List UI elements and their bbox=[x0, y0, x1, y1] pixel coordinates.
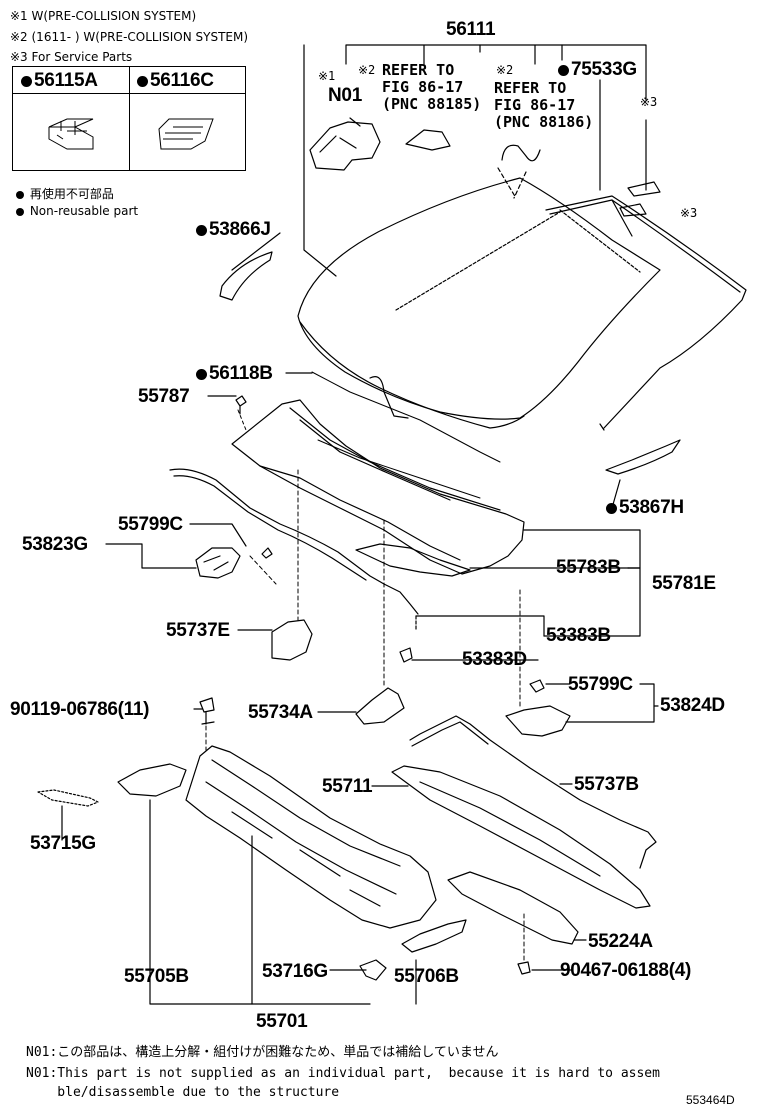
part-55711[interactable]: 55711 bbox=[322, 776, 373, 797]
refer-to-fig-88186[interactable]: REFER TO FIG 86-17 (PNC 88186) bbox=[494, 79, 594, 131]
mark-3b: ※3 bbox=[680, 206, 698, 220]
legend-jp: 再使用不可部品 bbox=[16, 188, 114, 200]
cowl-extension bbox=[355, 543, 471, 577]
hinge-53823G bbox=[195, 547, 241, 579]
non-reusable-dot-icon bbox=[21, 76, 32, 87]
mark-2a: ※2 bbox=[358, 63, 376, 77]
non-reusable-dot-icon bbox=[558, 65, 569, 76]
non-reusable-dot-icon bbox=[16, 191, 24, 199]
refer-to-fig-88185[interactable]: REFER TO FIG 86-17 (PNC 88185) bbox=[382, 61, 482, 113]
pad-55737E bbox=[271, 619, 313, 661]
panel-55711 bbox=[391, 765, 651, 909]
non-reusable-dot-icon bbox=[196, 369, 207, 380]
mark-1: ※1 bbox=[318, 69, 336, 83]
part-90119-06786[interactable]: 90119-06786(11) bbox=[10, 699, 150, 720]
part-53715G[interactable]: 53715G bbox=[30, 833, 96, 854]
part-55701[interactable]: 55701 bbox=[256, 1011, 308, 1032]
footnote-jp: N01:この部品は、構造上分解・組付けが困難なため、単品では補給していません bbox=[26, 1045, 499, 1060]
leader-56111-hood bbox=[303, 44, 337, 277]
part-55799C-right[interactable]: 55799C bbox=[568, 674, 633, 695]
part-55705B[interactable]: 55705B bbox=[124, 966, 189, 987]
note-line-3: ※3 For Service Parts bbox=[10, 50, 133, 64]
part-56111[interactable]: 56111 bbox=[446, 19, 496, 40]
part-55706B[interactable]: 55706B bbox=[394, 966, 459, 987]
cable-55737B bbox=[409, 715, 657, 869]
service-parts-divider bbox=[129, 67, 130, 170]
service-parts-illustration bbox=[48, 118, 214, 150]
legend-en: Non-reusable part bbox=[16, 205, 138, 217]
leader-56111 bbox=[345, 44, 647, 191]
hood-seal bbox=[545, 195, 747, 429]
part-53867H[interactable]: 53867H bbox=[606, 498, 684, 517]
non-reusable-dot-icon bbox=[196, 225, 207, 236]
part-53823G[interactable]: 53823G bbox=[22, 534, 88, 555]
trim-53866J bbox=[219, 251, 273, 301]
pad-53715G bbox=[37, 789, 99, 807]
part-55787[interactable]: 55787 bbox=[138, 386, 190, 407]
part-56118B[interactable]: 56118B bbox=[196, 364, 273, 383]
bracket-55705B bbox=[117, 763, 187, 797]
hood-panel bbox=[297, 177, 661, 420]
bracket-55734A bbox=[355, 687, 405, 725]
service-part-1[interactable]: 56115A bbox=[21, 71, 98, 90]
hinge-53824D bbox=[505, 705, 571, 737]
bracket-55706B bbox=[401, 919, 467, 953]
note-line-2: ※2 (1611- ) W(PRE-COLLISION SYSTEM) bbox=[10, 30, 249, 44]
service-parts-box: 56115A 56116C bbox=[12, 66, 246, 171]
cowl-top-panel bbox=[231, 399, 525, 575]
mark-2b: ※2 bbox=[496, 63, 514, 77]
panel-55224A bbox=[447, 871, 579, 945]
part-55224A[interactable]: 55224A bbox=[588, 931, 653, 952]
cable-53383B bbox=[169, 468, 419, 615]
footnote-en-2: ble/disassemble due to the structure bbox=[26, 1085, 340, 1100]
non-reusable-dot-icon bbox=[16, 208, 24, 216]
part-53383D[interactable]: 53383D bbox=[462, 649, 527, 670]
part-53824D[interactable]: 53824D bbox=[660, 695, 725, 716]
part-55799C-left[interactable]: 55799C bbox=[118, 514, 183, 535]
part-53716G[interactable]: 53716G bbox=[262, 961, 328, 982]
part-75533G[interactable]: 75533G bbox=[558, 60, 637, 79]
note-line-1: ※1 W(PRE-COLLISION SYSTEM) bbox=[10, 9, 197, 23]
sensor-bracket bbox=[309, 121, 381, 171]
service-part-2[interactable]: 56116C bbox=[137, 71, 214, 90]
part-90467-06188[interactable]: 90467-06188(4) bbox=[560, 960, 692, 981]
trim-53867H bbox=[605, 439, 681, 475]
mark-3a: ※3 bbox=[640, 95, 658, 109]
part-53866J[interactable]: 53866J bbox=[196, 220, 271, 239]
label-n01[interactable]: N01 bbox=[328, 85, 362, 106]
dash-cowl-panel bbox=[185, 745, 437, 929]
part-53383B[interactable]: 53383B bbox=[546, 625, 611, 646]
part-55737E[interactable]: 55737E bbox=[166, 620, 230, 641]
part-55737B[interactable]: 55737B bbox=[574, 774, 639, 795]
footnote-en-1: N01:This part is not supplied as an indi… bbox=[26, 1066, 660, 1081]
diagram-id: 553464D bbox=[686, 1093, 735, 1107]
part-55781E[interactable]: 55781E bbox=[652, 573, 716, 594]
non-reusable-dot-icon bbox=[137, 76, 148, 87]
part-55783B[interactable]: 55783B bbox=[556, 557, 621, 578]
non-reusable-dot-icon bbox=[606, 503, 617, 514]
part-55734A[interactable]: 55734A bbox=[248, 702, 313, 723]
